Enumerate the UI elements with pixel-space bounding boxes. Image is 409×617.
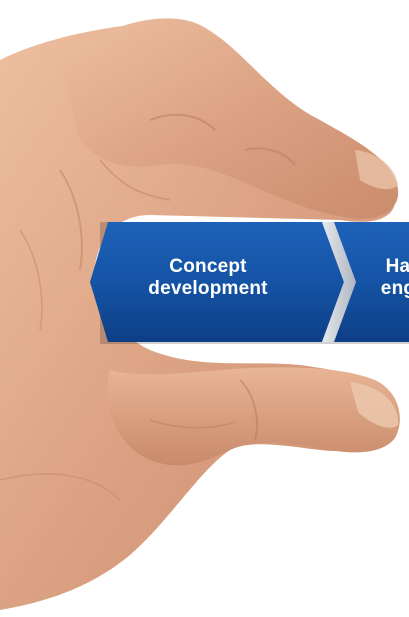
index-finger bbox=[60, 18, 399, 219]
thumbnail bbox=[350, 382, 399, 428]
process-step-2-shape bbox=[334, 222, 409, 342]
index-fingernail bbox=[355, 150, 398, 190]
process-step-2-line1: Ha bbox=[385, 256, 409, 277]
process-step-2-line2: eng bbox=[380, 278, 409, 299]
process-step-1-line2: development bbox=[148, 278, 268, 299]
process-step-1-label: Concept development bbox=[133, 256, 283, 300]
thumb bbox=[107, 367, 400, 466]
process-step-2-label: Ha eng bbox=[358, 256, 409, 300]
step-separator bbox=[322, 222, 356, 342]
process-step-1-shape bbox=[90, 222, 344, 342]
process-step-1-line1: Concept bbox=[169, 256, 247, 277]
